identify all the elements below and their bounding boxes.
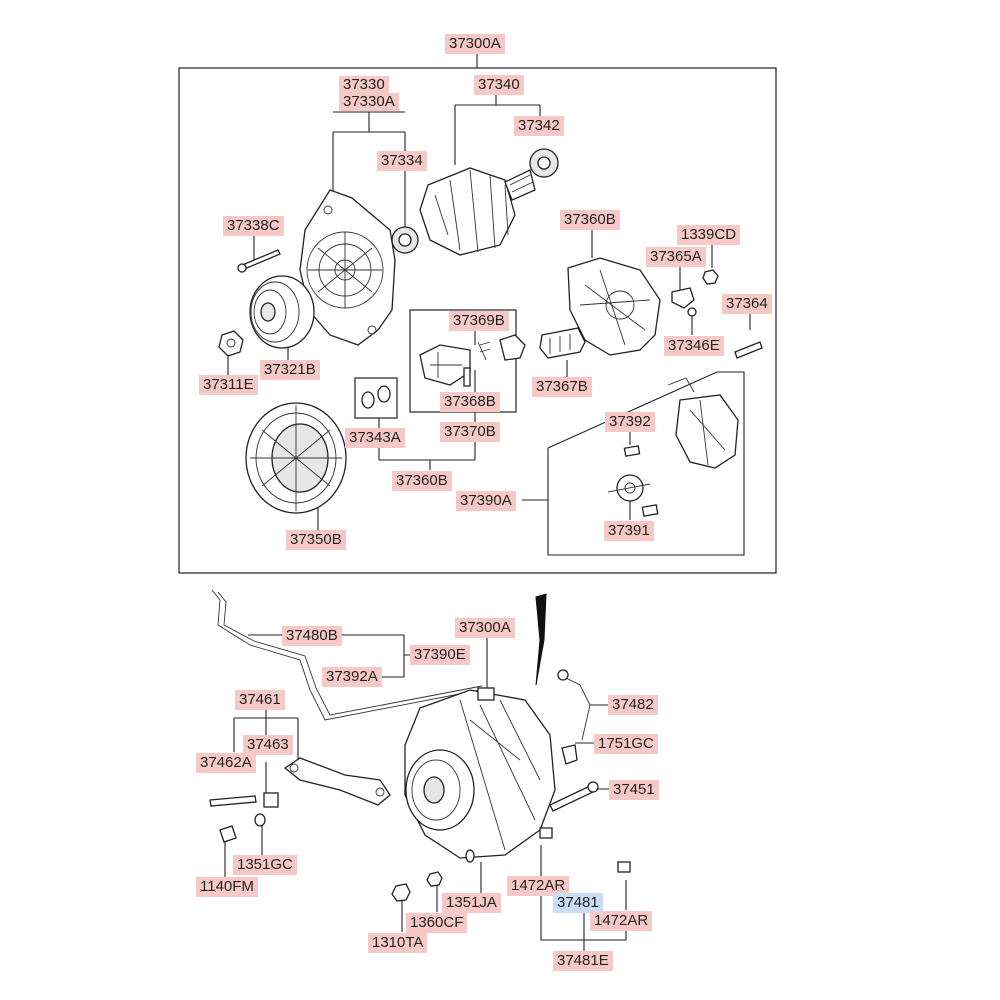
label-bolt-1140fm[interactable]: 1140FM	[196, 877, 258, 897]
label-stator[interactable]: 37350B	[286, 530, 346, 550]
label-regulator-assembly[interactable]: 37390A	[456, 491, 516, 511]
label-brush-holder[interactable]: 37370B	[440, 422, 500, 442]
label-brush[interactable]: 37368B	[440, 392, 500, 412]
label-bearing-front[interactable]: 37334	[377, 151, 427, 171]
label-assembly-top[interactable]: 37300A	[445, 34, 505, 54]
label-terminal-37365a[interactable]: 37365A	[646, 247, 706, 267]
right-hardware-drawing	[549, 744, 599, 812]
hose-drawing	[539, 827, 631, 873]
label-regulator-part-a[interactable]: 37392	[605, 412, 655, 432]
label-adjuster-bolt[interactable]: 37462A	[196, 753, 256, 773]
label-rotor[interactable]: 37340	[474, 75, 524, 95]
bearing-rear-drawing	[529, 148, 559, 178]
alternator-assembly-drawing	[404, 687, 556, 859]
label-rectifier[interactable]: 37367B	[532, 377, 592, 397]
oil-pipe-drawing	[557, 669, 591, 741]
through-bolt-drawing	[237, 249, 281, 273]
rectifier-drawing	[539, 327, 586, 359]
label-harness-bracket[interactable]: 37480B	[282, 626, 342, 646]
bearing-front-drawing	[391, 226, 419, 254]
harness-wire-drawing	[211, 589, 483, 721]
label-nut-1360cf[interactable]: 1360CF	[406, 913, 468, 933]
label-bolt-37364[interactable]: 37364	[722, 294, 772, 314]
leader-lines-top	[227, 93, 751, 556]
nut-drawing	[218, 330, 244, 357]
label-harness-a[interactable]: 37392A	[322, 667, 382, 687]
label-nut-37311e[interactable]: 37311E	[199, 375, 258, 395]
label-rear-bracket-alt[interactable]: 37330A	[339, 93, 399, 111]
label-front-bracket[interactable]: 37360B	[560, 210, 620, 230]
label-terminal-37346e[interactable]: 37346E	[664, 336, 724, 356]
belt-edge-mark	[535, 593, 547, 686]
label-nut-1310ta[interactable]: 1310TA	[368, 933, 428, 953]
label-insulator[interactable]: 37343A	[345, 428, 405, 448]
label-oil-pipe[interactable]: 37482	[608, 695, 658, 715]
terminal-drawings	[671, 269, 763, 359]
label-pulley[interactable]: 37321B	[260, 360, 320, 380]
pulley-drawing	[249, 275, 315, 349]
rear-bracket-drawing	[299, 189, 396, 346]
front-bracket-drawing	[567, 257, 661, 356]
adjuster-hardware-drawing	[209, 792, 279, 843]
label-bearing-rear[interactable]: 37342	[514, 116, 564, 136]
rotor-drawing	[419, 167, 536, 256]
label-regulator-part-b[interactable]: 37391	[604, 521, 654, 541]
assembly-frame	[178, 52, 777, 574]
regulator-cover-drawing	[667, 377, 739, 469]
label-hose[interactable]: 37481	[553, 893, 603, 913]
label-bolt-1751gc[interactable]: 1751GC	[594, 734, 658, 754]
label-hose-assembly[interactable]: 37481E	[553, 951, 613, 971]
label-nut-1339cd[interactable]: 1339CD	[677, 225, 741, 245]
small-hardware-drawing	[391, 849, 475, 902]
label-regulator-e[interactable]: 37390E	[410, 645, 470, 665]
label-rectifier-group[interactable]: 37360B	[392, 471, 452, 491]
regulator-parts-drawing	[607, 445, 659, 517]
label-adjuster-nut[interactable]: 37463	[243, 735, 293, 755]
adjuster-bracket-drawing	[283, 757, 391, 806]
label-through-bolt[interactable]: 37338C	[223, 216, 284, 236]
label-clamp-left[interactable]: 1472AR	[507, 876, 570, 896]
brush-holder-drawing	[419, 334, 526, 387]
insulator-drawing	[361, 385, 391, 409]
stator-drawing	[245, 402, 347, 514]
label-rear-bracket[interactable]: 37330	[339, 76, 389, 93]
label-assembly-bottom[interactable]: 37300A	[455, 618, 515, 638]
label-brush-spring[interactable]: 37369B	[449, 311, 509, 331]
label-washer-1351gc[interactable]: 1351GC	[233, 855, 297, 875]
label-washer-1351ja[interactable]: 1351JA	[442, 893, 501, 913]
label-adjuster-group[interactable]: 37461	[235, 690, 285, 710]
label-clamp-right[interactable]: 1472AR	[590, 911, 653, 931]
label-mount-bolt[interactable]: 37451	[609, 780, 659, 800]
